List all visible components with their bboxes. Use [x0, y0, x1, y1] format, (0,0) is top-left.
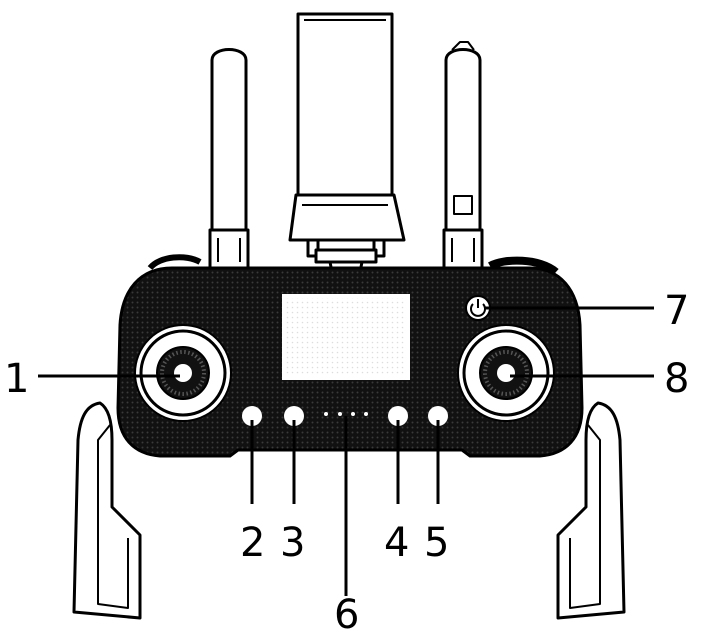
button-2[interactable]: [242, 406, 262, 426]
left-antenna: [208, 48, 250, 270]
display-screen: [282, 294, 410, 380]
callout-4: 4: [384, 520, 409, 566]
callout-7: 7: [664, 288, 689, 334]
left-joystick[interactable]: [134, 324, 232, 422]
button-3[interactable]: [284, 406, 304, 426]
callout-6: 6: [334, 592, 359, 634]
button-4[interactable]: [388, 406, 408, 426]
callout-8: 8: [664, 356, 689, 402]
callout-3: 3: [280, 520, 305, 566]
leader-lines: [38, 306, 654, 596]
callout-1: 1: [4, 356, 29, 402]
left-shoulder-wheel: [147, 254, 202, 271]
right-grip: [556, 401, 626, 620]
phone-holder: [288, 12, 406, 274]
indicator-lights: [324, 412, 368, 416]
left-grip: [72, 401, 142, 620]
callout-5: 5: [424, 520, 449, 566]
right-joystick[interactable]: [457, 324, 555, 422]
callout-2: 2: [240, 520, 265, 566]
right-shoulder-wheel: [488, 256, 559, 276]
right-antenna: [442, 41, 484, 270]
button-5[interactable]: [428, 406, 448, 426]
